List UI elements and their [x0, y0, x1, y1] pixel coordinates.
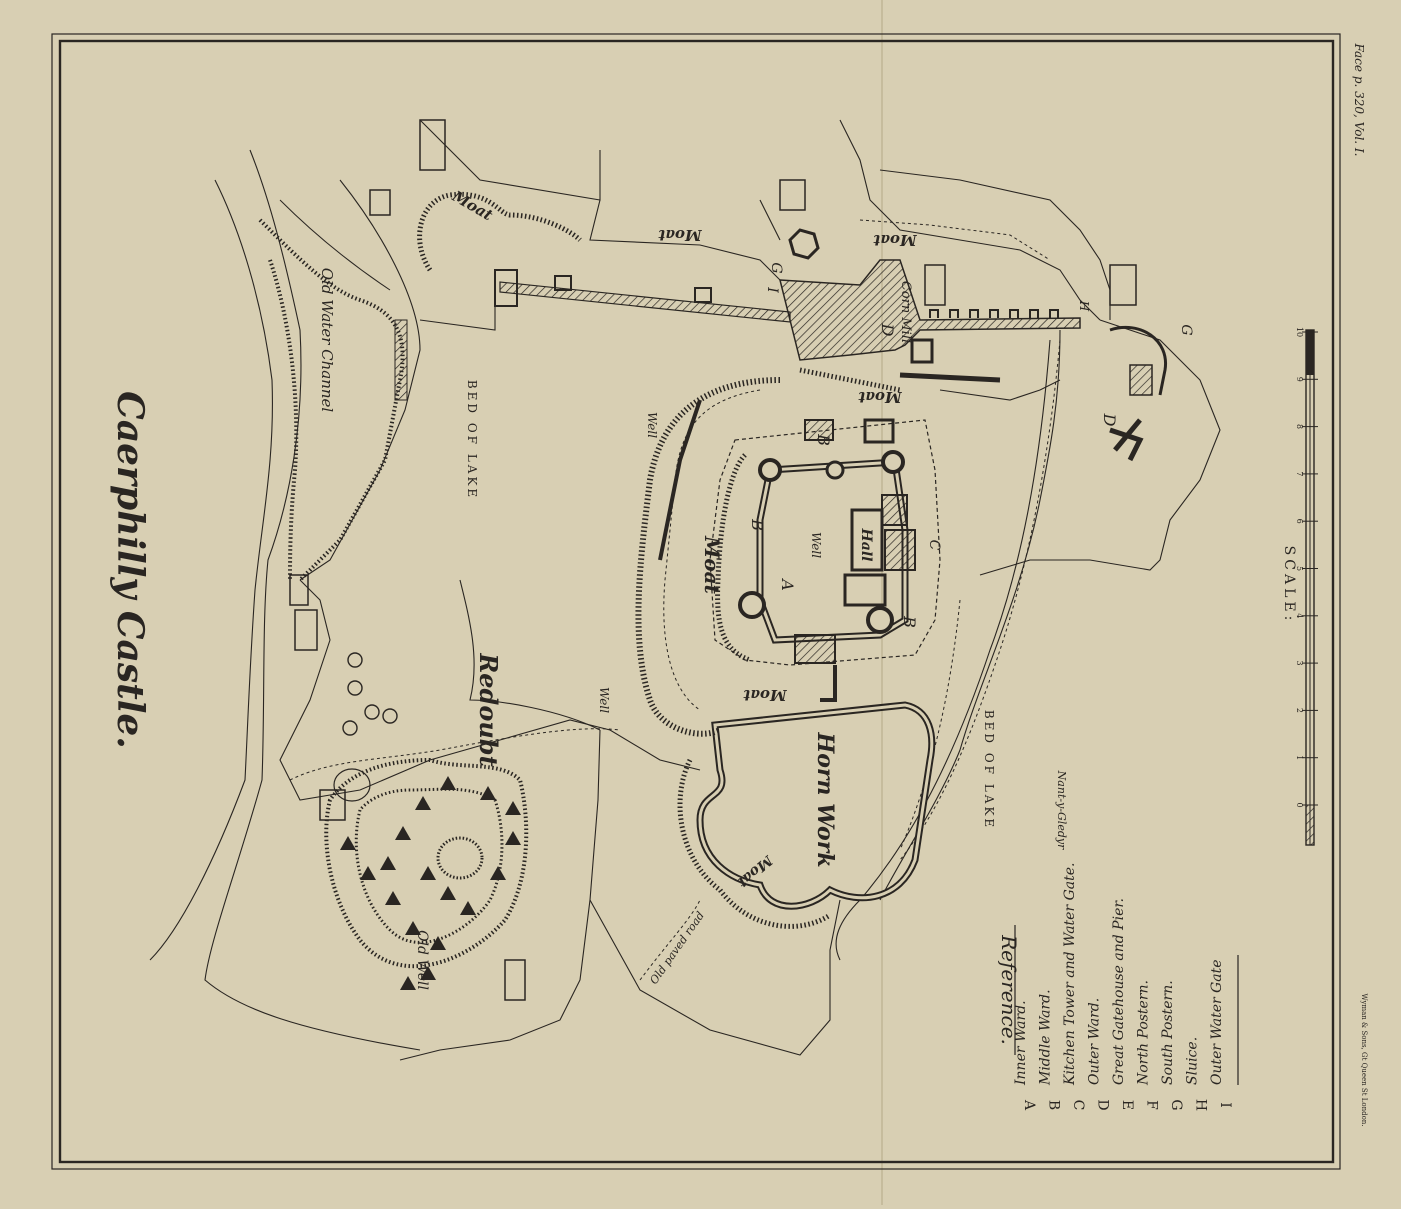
reference-letter: H	[1193, 1099, 1209, 1111]
reference-letter: A	[1021, 1099, 1037, 1111]
label-moat-2: Moat	[658, 226, 702, 244]
scale-tick-label: 6	[1295, 519, 1304, 524]
label-nant-y-gledyr: Nant-y-Gledyr	[1055, 770, 1068, 850]
marker-I: I	[764, 286, 780, 293]
orchard-trees	[342, 652, 398, 736]
channel-dam	[394, 319, 408, 401]
label-moat-6: Moat	[700, 535, 724, 594]
scale-tick-label: 10	[1295, 327, 1304, 337]
scale-tick-label: 7	[1295, 471, 1304, 476]
label-moat-4: Moat	[858, 388, 902, 406]
scale-tick-label: 3	[1295, 661, 1304, 666]
inner-ward	[738, 418, 916, 702]
label-old-well: Old Well	[414, 930, 430, 990]
marker-D2: D	[1100, 413, 1119, 427]
label-old-water-channel: Old Water Channel	[318, 268, 336, 413]
reference-title: Reference.	[997, 934, 1021, 1045]
marker-H: H	[1077, 300, 1091, 312]
horn-work	[677, 701, 936, 929]
marker-B3: B	[900, 615, 919, 628]
marker-G1: G	[768, 262, 784, 273]
label-moat-3: Moat	[873, 231, 917, 249]
scale-tick-label: 0	[1295, 802, 1304, 807]
reference-letter: B	[1046, 1100, 1062, 1110]
label-well-1: Well	[597, 687, 611, 713]
marker-B1: B	[748, 518, 767, 531]
label-bed-of-lake-1: BED OF LAKE	[465, 380, 479, 500]
reference-text: North Postern.	[1136, 980, 1152, 1086]
reference-text: Kitchen Tower and Water Gate.	[1062, 862, 1078, 1086]
outbuildings	[289, 119, 1137, 1001]
inner-frame	[58, 39, 1335, 1164]
inner-moat-banks	[635, 367, 901, 737]
label-well-3: Well	[809, 532, 823, 558]
scale-title: SCALE:	[1281, 546, 1297, 625]
reference-text: Outer Ward.	[1087, 998, 1103, 1085]
map-title: Caerphilly Castle.	[109, 391, 151, 749]
reference-legend: Reference. A Inner Ward. B Middle Ward. C Kit…	[997, 862, 1239, 1111]
reference-text: Great Gatehouse and Pier.	[1111, 898, 1127, 1085]
scale-tick-label: 9	[1295, 377, 1304, 382]
marker-D1: D	[878, 323, 897, 337]
reference-letter: D	[1095, 1099, 1111, 1110]
outer-frame	[51, 33, 1341, 1170]
label-well-2: Well	[645, 412, 659, 438]
label-moat-5: Moat	[743, 686, 787, 704]
scale-tick-label: 2	[1295, 708, 1304, 713]
reference-letter: G	[1168, 1099, 1184, 1110]
label-corn-mill: Corn Mill	[898, 281, 913, 343]
east-curtain-wall	[779, 228, 1167, 462]
scale-tick-label: 4	[1295, 613, 1304, 618]
marker-B2: B	[814, 433, 833, 446]
redoubt-trees	[340, 776, 521, 990]
label-redoubt: Redoubt	[474, 652, 503, 766]
reference-letter: F	[1144, 1100, 1160, 1110]
middle-ward	[709, 419, 941, 666]
printer-note: Wyman & Sons, Gt Queen St London.	[1360, 993, 1368, 1126]
reference-text: Middle Ward.	[1038, 989, 1054, 1086]
scale-tick-label: 8	[1295, 424, 1304, 429]
label-bed-of-lake-2: BED OF LAKE	[982, 710, 996, 830]
label-hall: Hall	[858, 528, 874, 562]
label-horn-work: Horn Work	[812, 731, 838, 867]
scale-tick-label: 5	[1295, 566, 1304, 571]
dashed-paths	[289, 219, 1061, 981]
marker-A: A	[778, 577, 797, 591]
marker-C: C	[926, 540, 942, 551]
reference-text: South Postern.	[1160, 980, 1176, 1085]
plate-note: Face p. 320, Vol. I.	[1352, 43, 1366, 157]
reference-letter: E	[1119, 1100, 1135, 1110]
reference-letter: I	[1217, 1102, 1233, 1108]
north-moat-bank	[417, 191, 582, 272]
scale-ticks: 0 1 2 3 4 5 6 7 8 9 10	[1295, 327, 1318, 808]
reference-text: Inner Ward.	[1013, 1000, 1029, 1086]
reference-items: A Inner Ward. B Middle Ward. C Kitchen Tower …	[1013, 862, 1233, 1111]
redoubt	[324, 757, 529, 969]
marker-G2: G	[1178, 324, 1194, 335]
reference-letter: C	[1070, 1100, 1086, 1111]
reference-text: Outer Water Gate	[1209, 959, 1225, 1085]
scale-tick-label: 1	[1295, 755, 1304, 760]
reference-text: Sluice.	[1185, 1037, 1201, 1085]
scale-bar	[1305, 329, 1315, 846]
